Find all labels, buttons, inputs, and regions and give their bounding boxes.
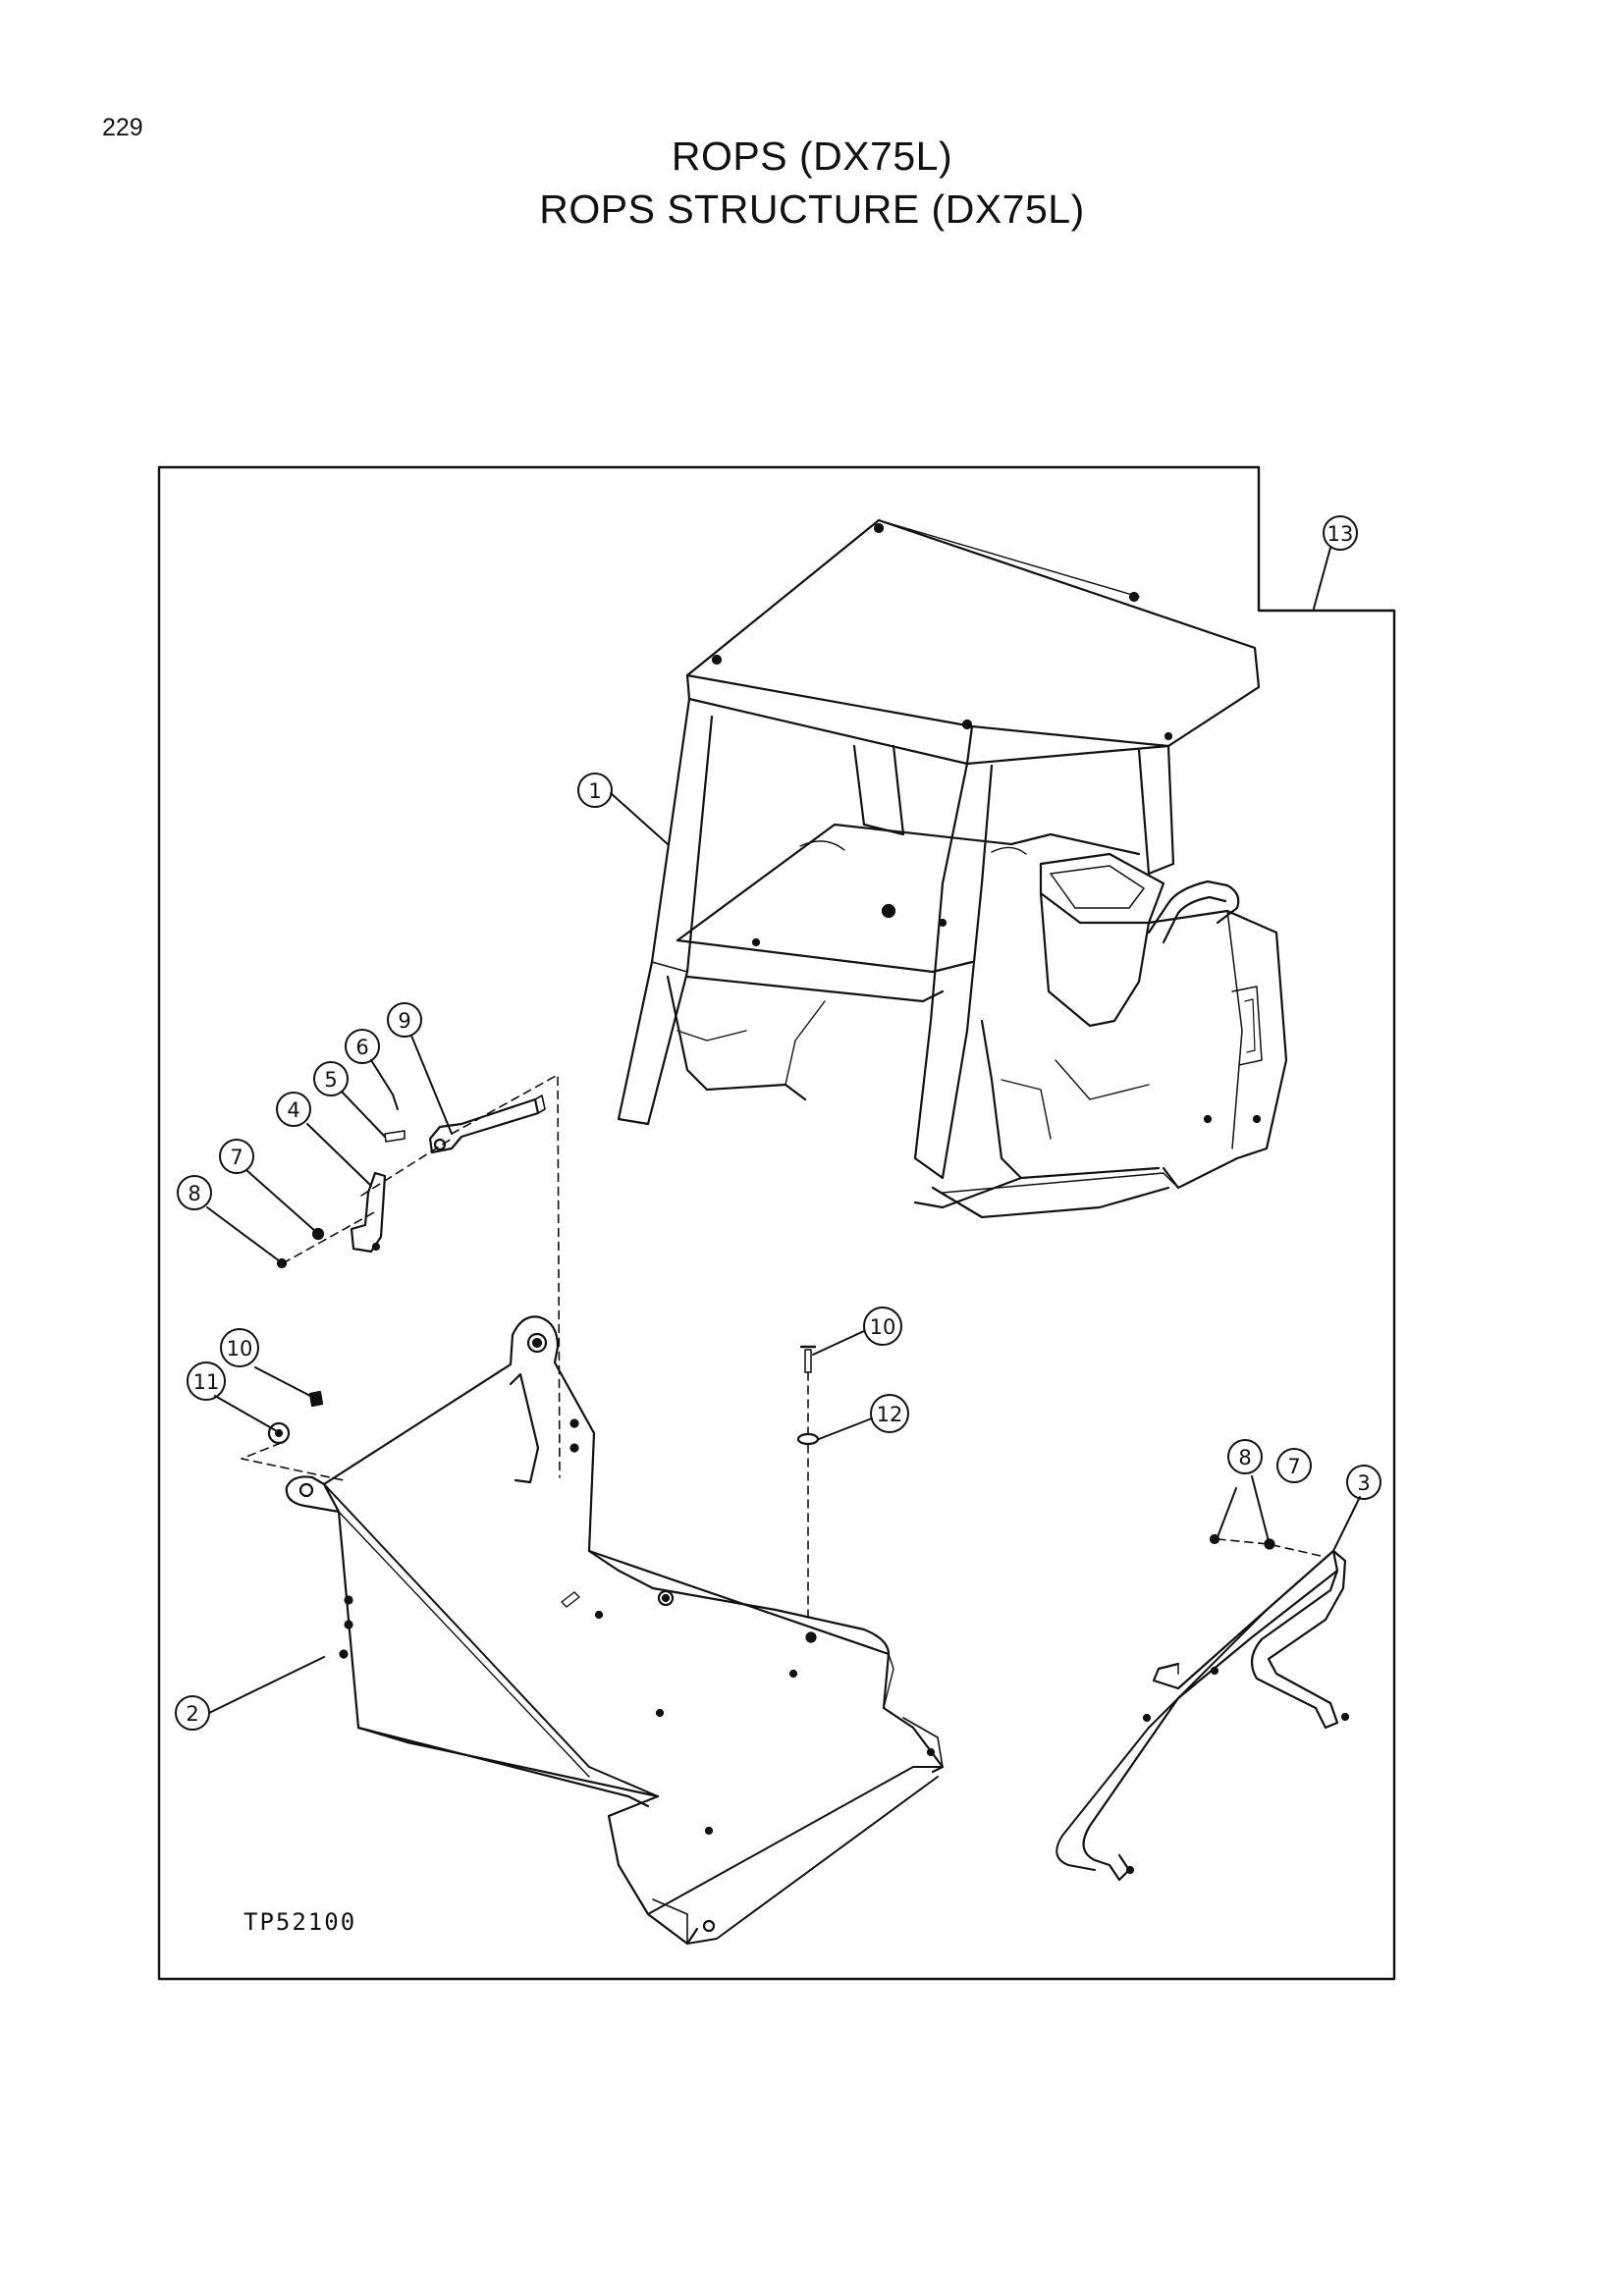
drawing-number: TP52100 bbox=[244, 1908, 356, 1936]
callout-5: 5 bbox=[313, 1061, 349, 1096]
svg-text:9: 9 bbox=[398, 1009, 410, 1033]
leader-lines bbox=[206, 547, 1361, 1714]
callout-11: 11 bbox=[187, 1362, 226, 1401]
lower-frame-illustration bbox=[267, 1315, 945, 1946]
callout-13: 13 bbox=[1323, 515, 1358, 551]
callout-8-right: 8 bbox=[1227, 1439, 1263, 1474]
svg-text:10: 10 bbox=[227, 1337, 253, 1361]
svg-text:2: 2 bbox=[186, 1702, 198, 1726]
callout-12: 12 bbox=[870, 1394, 909, 1433]
callout-9: 9 bbox=[387, 1002, 422, 1038]
callout-6: 6 bbox=[345, 1029, 380, 1064]
callout-10-right: 10 bbox=[863, 1307, 902, 1346]
page-title: ROPS (DX75L) bbox=[671, 133, 953, 179]
svg-text:7: 7 bbox=[1287, 1455, 1300, 1478]
svg-text:11: 11 bbox=[193, 1370, 220, 1394]
svg-text:13: 13 bbox=[1327, 522, 1354, 546]
svg-text:12: 12 bbox=[877, 1403, 903, 1426]
svg-text:1: 1 bbox=[588, 779, 601, 803]
page-number: 229 bbox=[102, 114, 143, 141]
svg-text:6: 6 bbox=[355, 1036, 368, 1059]
svg-text:8: 8 bbox=[1238, 1446, 1251, 1469]
svg-text:10: 10 bbox=[870, 1315, 896, 1339]
part-callouts: 13 1 9 6 5 4 7 8 bbox=[175, 515, 1381, 1731]
svg-text:8: 8 bbox=[188, 1182, 200, 1205]
svg-text:7: 7 bbox=[230, 1146, 243, 1169]
svg-text:4: 4 bbox=[287, 1098, 299, 1122]
callout-2: 2 bbox=[175, 1695, 210, 1731]
diagram-frame bbox=[157, 465, 1396, 1981]
callout-1: 1 bbox=[577, 773, 613, 808]
callout-3: 3 bbox=[1346, 1465, 1381, 1500]
assembly-dashed-lines bbox=[241, 1074, 1322, 1621]
side-bar-illustration bbox=[1056, 1533, 1350, 1882]
rops-canopy-illustration bbox=[617, 518, 1288, 1219]
page-subtitle: ROPS STRUCTURE (DX75L) bbox=[539, 187, 1085, 232]
bracket-cylinder-illustration bbox=[276, 1094, 546, 1269]
svg-text:5: 5 bbox=[324, 1068, 337, 1092]
callout-7-right: 7 bbox=[1276, 1448, 1312, 1483]
callout-7-left: 7 bbox=[219, 1139, 254, 1174]
callout-10-left: 10 bbox=[220, 1328, 259, 1367]
callout-4: 4 bbox=[276, 1092, 311, 1127]
callout-8-left: 8 bbox=[177, 1175, 212, 1210]
svg-text:3: 3 bbox=[1357, 1471, 1370, 1495]
